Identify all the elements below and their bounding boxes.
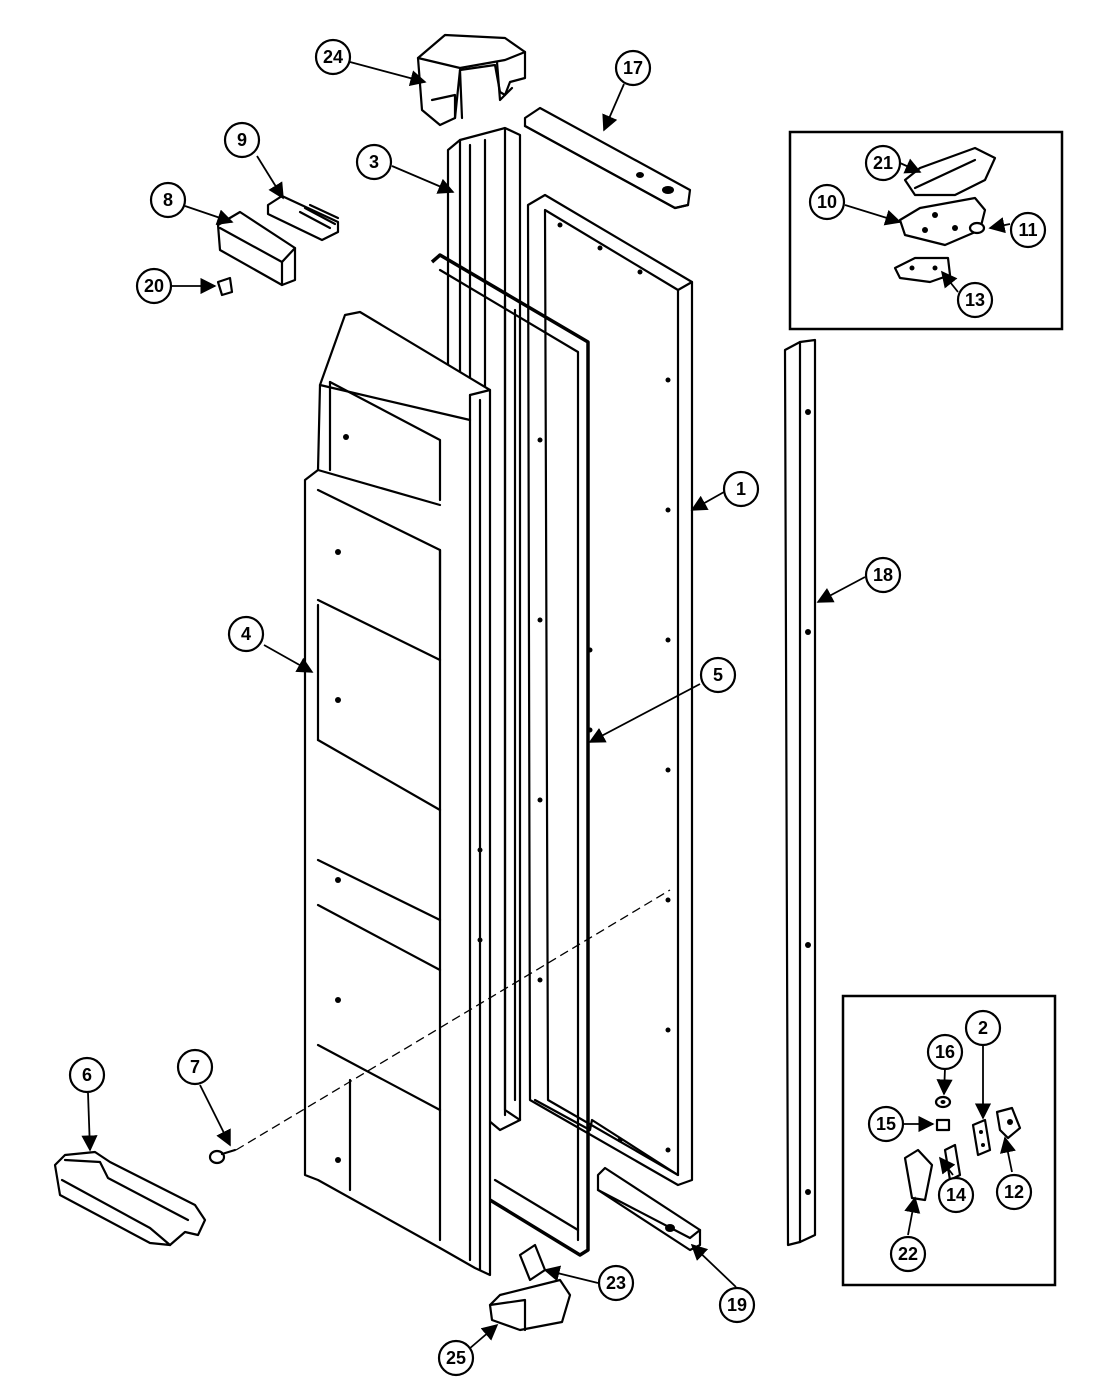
callout-15: 15: [867, 1105, 905, 1143]
leader-lines: [81, 61, 1016, 1356]
callout-17: 17: [614, 49, 652, 87]
part-15-bushing: [935, 1118, 951, 1132]
detail-inset-hinge-bottom: [841, 994, 1057, 1287]
callout-8: 8: [149, 181, 187, 219]
svg-text:15: 15: [876, 1114, 896, 1134]
detail-inset-hinge-top: [788, 130, 1064, 331]
callout-20: 20: [135, 267, 173, 305]
part-4-door-panel: [303, 310, 492, 1277]
callout-18: 18: [864, 556, 902, 594]
screw-axis-line: [235, 889, 671, 1151]
part-22-hinge-body: [903, 1148, 934, 1202]
callout-11: 11: [1009, 211, 1047, 249]
callout-25: 25: [437, 1339, 475, 1377]
callout-4: 4: [227, 615, 265, 653]
part-6-handle: [53, 1150, 207, 1247]
svg-text:21: 21: [873, 153, 893, 173]
part-5-door-gasket: [430, 253, 593, 1257]
svg-text:3: 3: [369, 152, 379, 172]
svg-text:16: 16: [935, 1042, 955, 1062]
callout-7: 7: [176, 1048, 214, 1086]
svg-text:8: 8: [163, 190, 173, 210]
callout-10: 10: [808, 183, 846, 221]
callout-9: 9: [223, 121, 261, 159]
callout-1: 1: [722, 470, 760, 508]
svg-text:7: 7: [190, 1057, 200, 1077]
svg-text:2: 2: [978, 1018, 988, 1038]
callout-16: 16: [926, 1033, 964, 1071]
part-11-washer: [968, 221, 986, 235]
svg-text:14: 14: [946, 1185, 966, 1205]
callout-19: 19: [718, 1286, 756, 1324]
part-23-cap: [518, 1243, 547, 1282]
part-9-latch: [266, 194, 340, 242]
callout-12: 12: [995, 1173, 1033, 1211]
part-20-clip: [216, 276, 234, 297]
callout-2: 2: [964, 1009, 1002, 1047]
part-8-bracket: [216, 210, 297, 287]
svg-text:12: 12: [1004, 1182, 1024, 1202]
svg-text:25: 25: [446, 1348, 466, 1368]
part-25-bottom-cap: [488, 1278, 572, 1332]
callout-24: 24: [314, 38, 352, 76]
part-13-shim: [893, 256, 952, 284]
part-2-plate: [971, 1118, 992, 1157]
svg-text:5: 5: [713, 665, 723, 685]
svg-text:10: 10: [817, 192, 837, 212]
svg-text:24: 24: [323, 47, 343, 67]
svg-text:9: 9: [237, 130, 247, 150]
callout-21: 21: [864, 144, 902, 182]
part-12-bracket: [995, 1106, 1022, 1140]
svg-text:4: 4: [241, 624, 251, 644]
part-7-screw: [208, 1148, 237, 1165]
svg-text:6: 6: [82, 1065, 92, 1085]
part-19-bottom-hinge: [596, 1166, 702, 1252]
part-24-top-cap: [416, 33, 527, 127]
callout-5: 5: [699, 656, 737, 694]
svg-text:23: 23: [606, 1273, 626, 1293]
part-17-top-hinge: [523, 106, 692, 210]
svg-text:22: 22: [898, 1244, 918, 1264]
part-21-hinge-cover: [903, 146, 997, 197]
svg-text:13: 13: [965, 290, 985, 310]
callout-13: 13: [956, 281, 994, 319]
part-10-hinge-plate: [898, 196, 987, 247]
callout-22: 22: [889, 1235, 927, 1273]
svg-text:1: 1: [736, 479, 746, 499]
svg-text:20: 20: [144, 276, 164, 296]
svg-text:19: 19: [727, 1295, 747, 1315]
part-16-washer: [934, 1095, 952, 1109]
callout-14: 14: [937, 1176, 975, 1214]
callout-23: 23: [597, 1264, 635, 1302]
svg-text:17: 17: [623, 58, 643, 78]
part-18-strip: [783, 338, 817, 1247]
svg-text:18: 18: [873, 565, 893, 585]
callout-6: 6: [68, 1056, 106, 1094]
callout-3: 3: [355, 143, 393, 181]
svg-text:11: 11: [1018, 220, 1037, 240]
part-1-door-liner: [526, 193, 694, 1187]
